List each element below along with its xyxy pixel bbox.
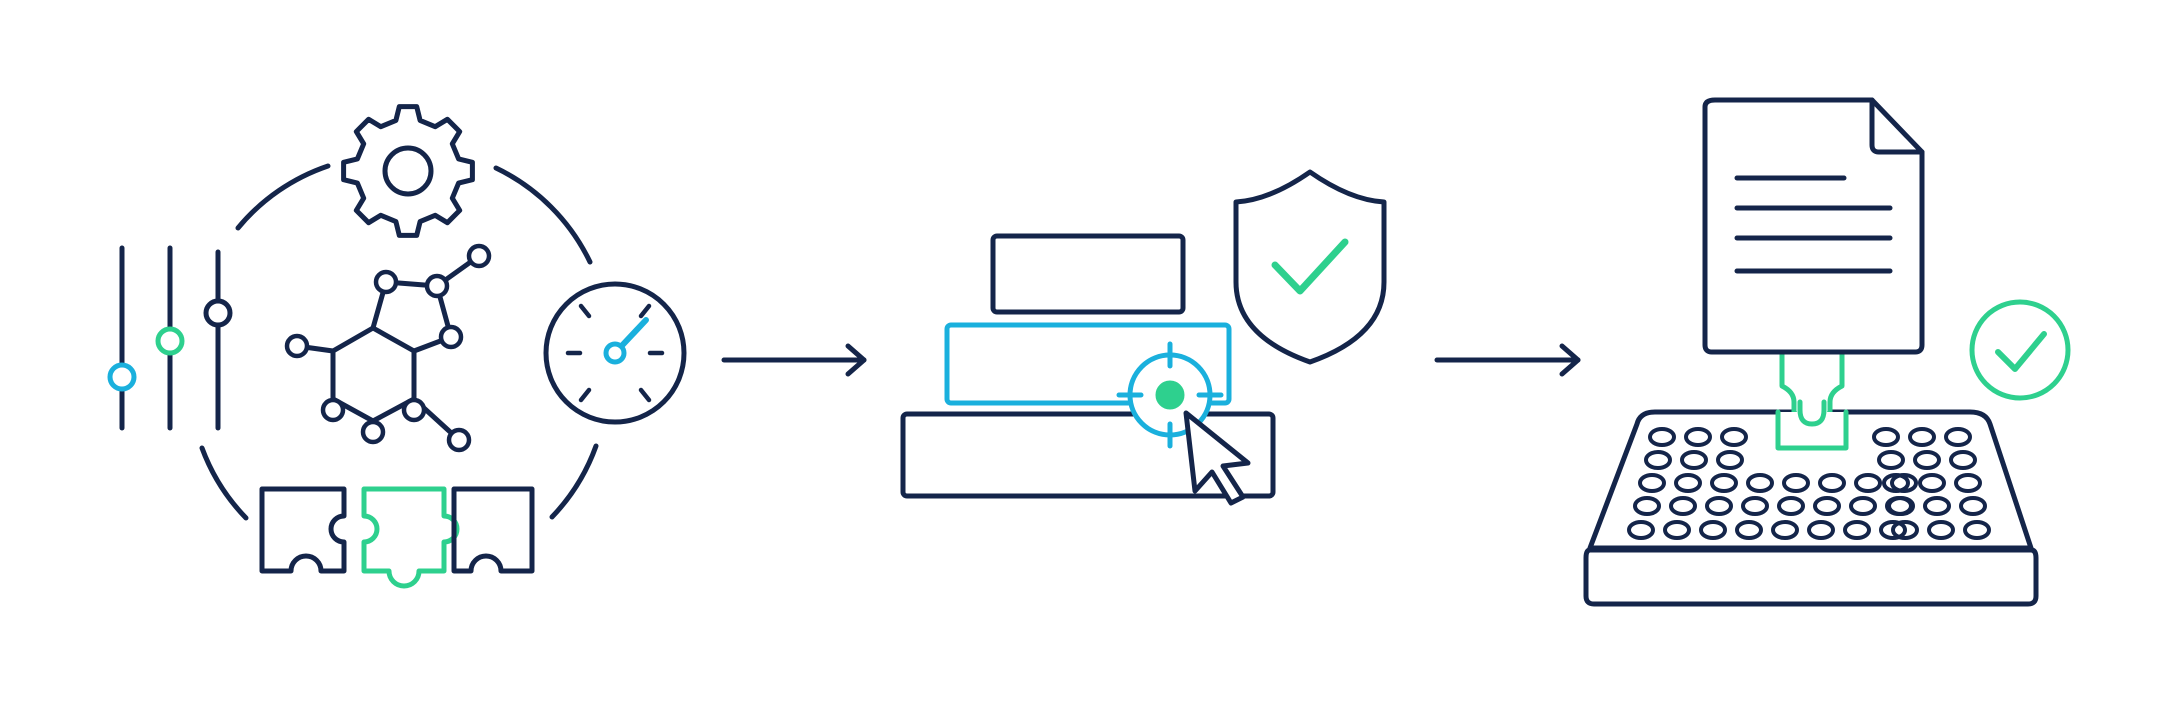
well-icon	[1918, 473, 1946, 493]
well-icon	[1849, 496, 1877, 516]
well-icon	[1944, 427, 1972, 447]
well-icon	[1885, 496, 1913, 516]
well-icon	[1818, 473, 1846, 493]
well-icon	[1782, 473, 1810, 493]
well-icon	[1923, 496, 1951, 516]
well-icon	[1648, 427, 1676, 447]
well-icon	[1720, 427, 1748, 447]
arrow-right-icon	[1434, 343, 1581, 377]
well-icon	[1891, 520, 1919, 540]
well-icon	[1813, 496, 1841, 516]
well-icon	[1669, 496, 1697, 516]
well-icon	[1854, 473, 1882, 493]
stage-selection	[900, 169, 1387, 506]
well-icon	[1777, 496, 1805, 516]
stage-optimization	[107, 104, 687, 589]
well-icon	[1705, 496, 1733, 516]
well-icon	[1699, 520, 1727, 540]
well-icon	[1771, 520, 1799, 540]
well-icon	[1716, 450, 1744, 470]
stacked-options-icon	[900, 233, 1276, 499]
well-icon	[1913, 450, 1941, 470]
document-icon	[1702, 97, 1925, 355]
dispenser-nozzle-icon	[1775, 343, 1849, 451]
well-icon	[1954, 473, 1982, 493]
well-icon	[1949, 450, 1977, 470]
well-icon	[1680, 450, 1708, 470]
well-icon	[1927, 520, 1955, 540]
well-icon	[1633, 496, 1661, 516]
well-icon	[1644, 450, 1672, 470]
orbit-ring	[199, 163, 599, 521]
molecule-icon	[284, 243, 492, 453]
well-icon	[1741, 496, 1769, 516]
check-badge-icon	[1969, 299, 2071, 401]
well-icon	[1638, 473, 1666, 493]
shield-check-icon	[1233, 169, 1387, 365]
well-icon	[1890, 473, 1918, 493]
well-icon	[1959, 496, 1987, 516]
well-icon	[1877, 450, 1905, 470]
well-icon	[1684, 427, 1712, 447]
well-icon	[1843, 520, 1871, 540]
well-icon	[1807, 520, 1835, 540]
arrow-right-icon	[721, 343, 867, 377]
well-icon	[1735, 520, 1763, 540]
well-icon	[1963, 520, 1991, 540]
well-icon	[1674, 473, 1702, 493]
well-plate-icon	[1583, 409, 2039, 607]
well-icon	[1879, 520, 1907, 540]
well-icon	[1746, 473, 1774, 493]
cursor-arrow-icon	[1183, 410, 1251, 506]
puzzle-pieces-icon	[259, 486, 535, 589]
well-icon	[1627, 520, 1655, 540]
well-icon	[1908, 427, 1936, 447]
well-icon	[1872, 427, 1900, 447]
timer-icon	[543, 281, 687, 425]
stage-output	[1583, 97, 2071, 607]
well-icon	[1663, 520, 1691, 540]
slider-controls-icon	[107, 245, 233, 431]
well-icon	[1710, 473, 1738, 493]
gear-icon	[341, 104, 475, 238]
